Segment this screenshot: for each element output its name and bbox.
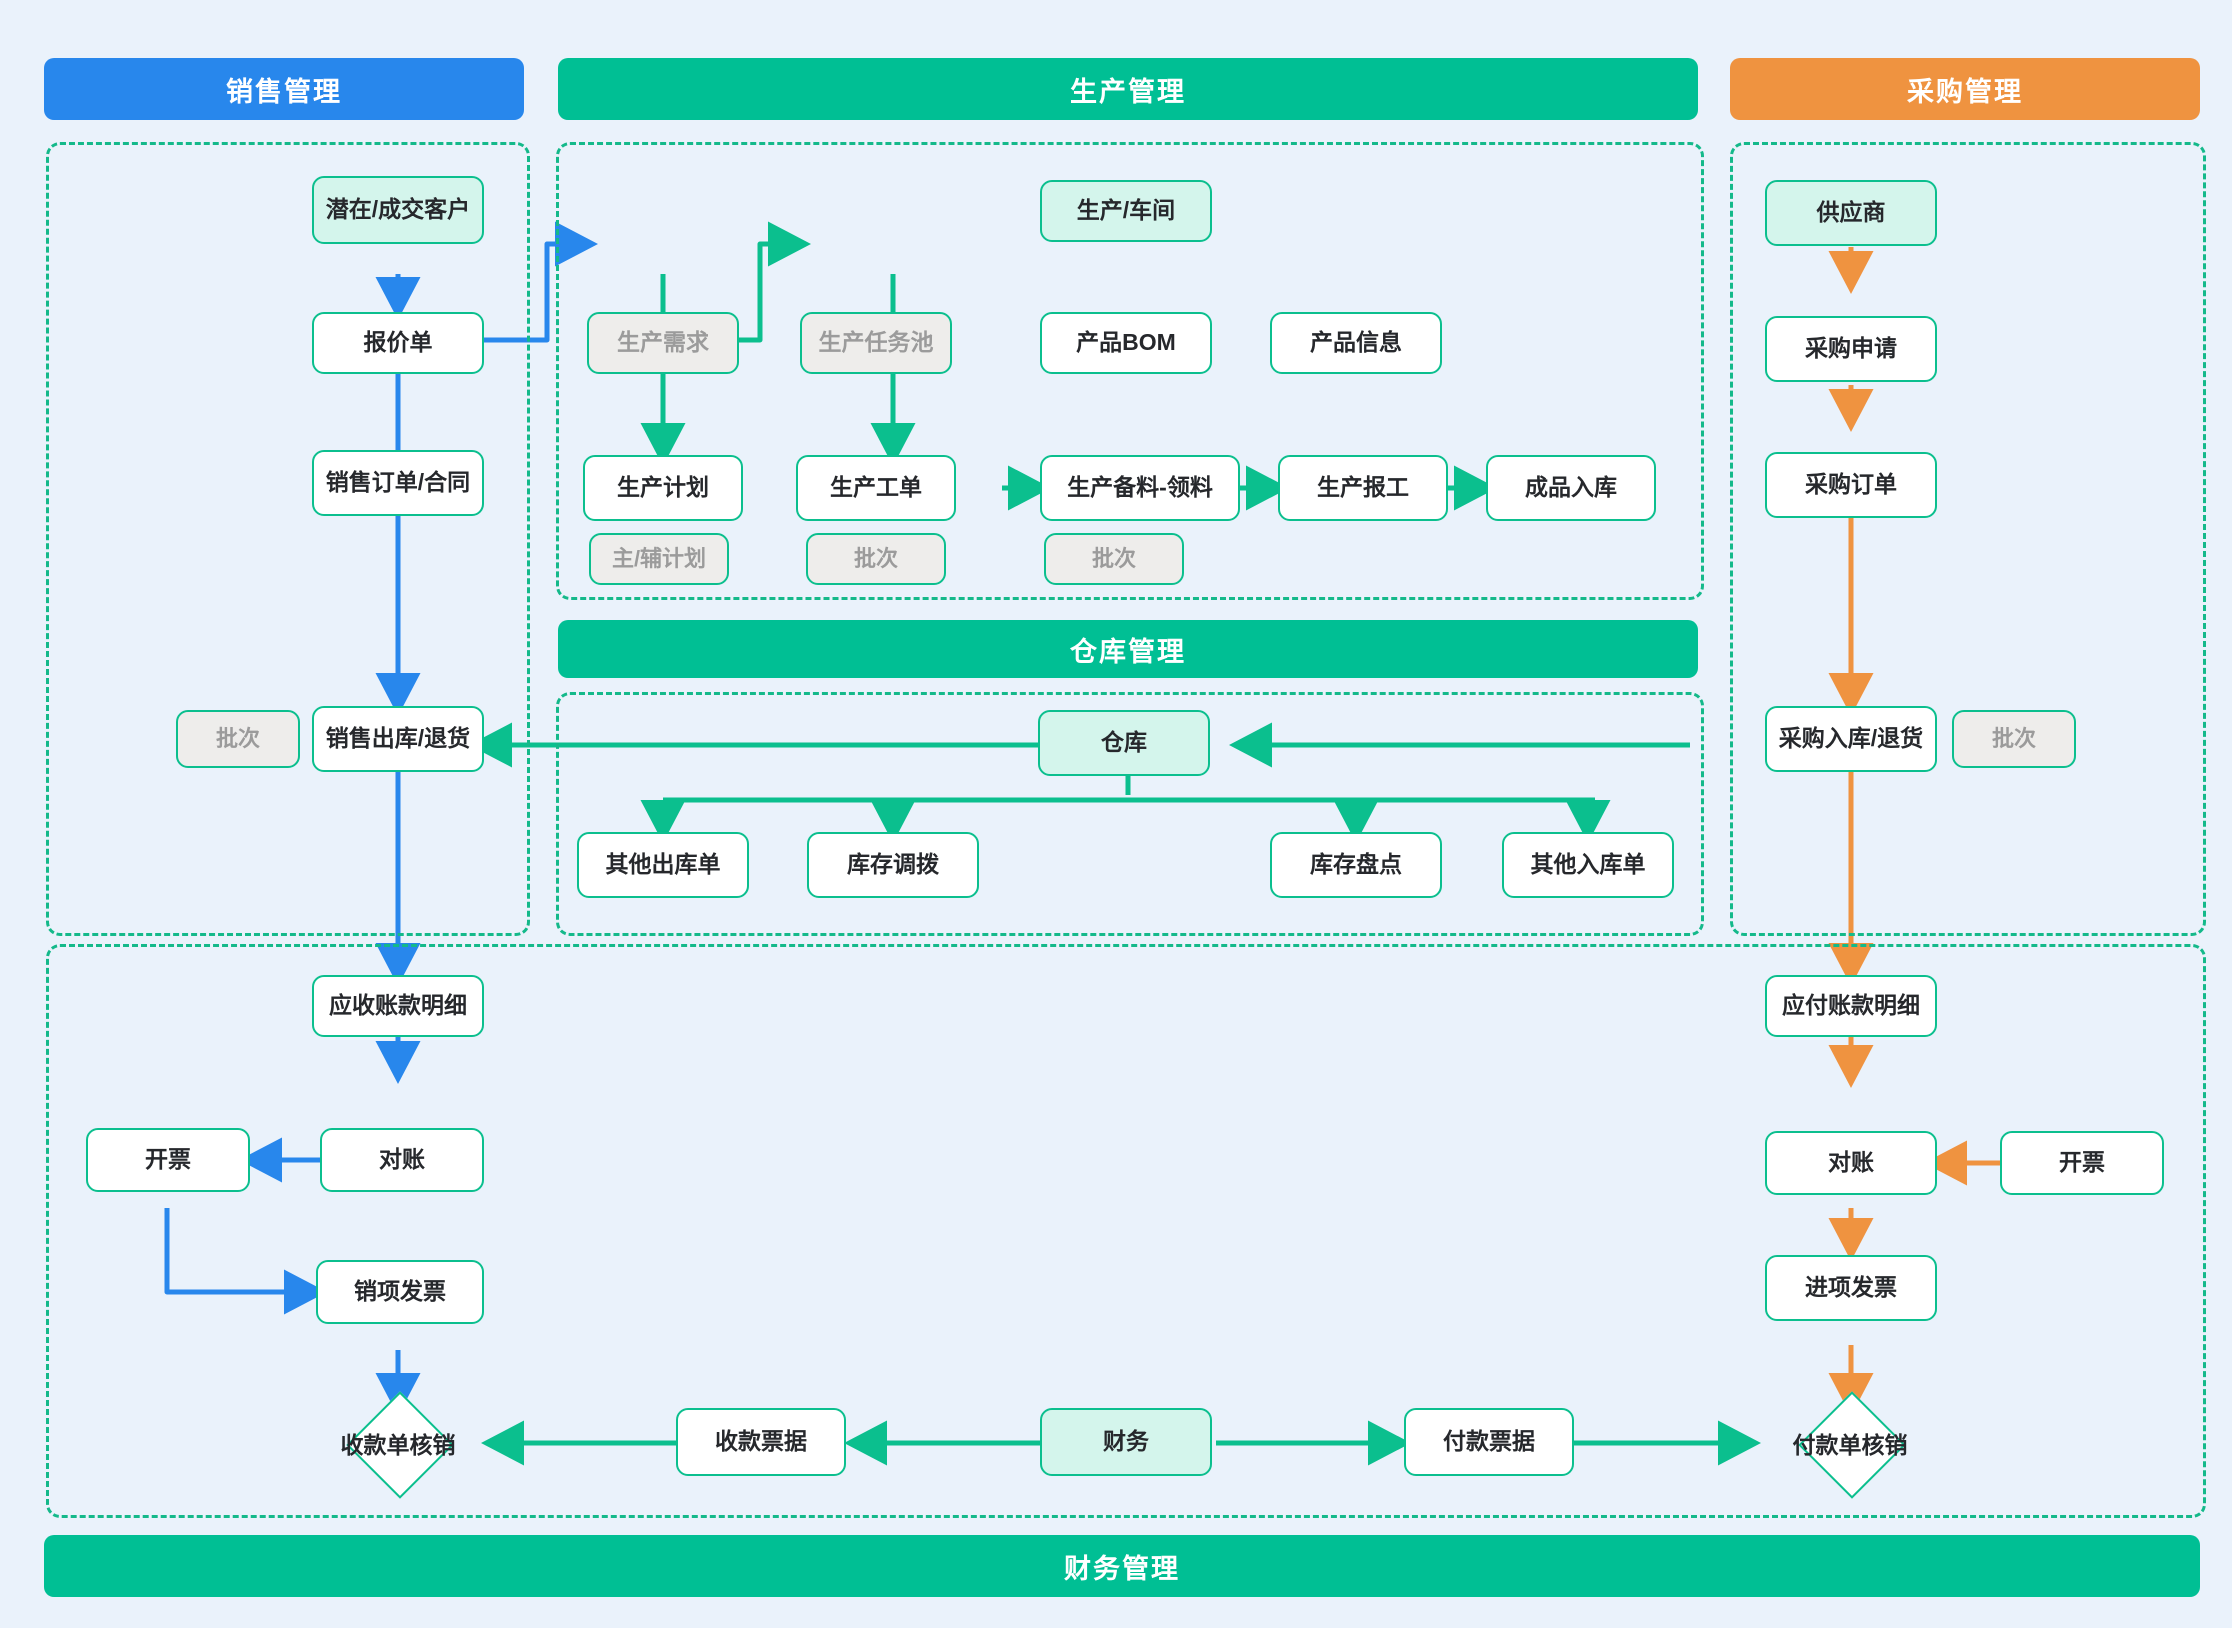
zone-sales <box>46 142 530 936</box>
banner-finance: 财务管理 <box>44 1535 2200 1597</box>
badge-production-plan: 主/辅计划 <box>589 533 729 585</box>
node-production-plan[interactable]: 生产计划 <box>583 455 743 521</box>
node-potential-customer[interactable]: 潜在/成交客户 <box>312 176 484 244</box>
node-product-bom[interactable]: 产品BOM <box>1040 312 1212 374</box>
zone-purchase <box>1730 142 2206 936</box>
zone-warehouse <box>556 692 1704 936</box>
node-finance-hub[interactable]: 财务 <box>1040 1408 1212 1476</box>
node-supplier[interactable]: 供应商 <box>1765 180 1937 246</box>
node-receipt-bill[interactable]: 收款票据 <box>676 1408 846 1476</box>
node-purchase-order[interactable]: 采购订单 <box>1765 452 1937 518</box>
node-output-invoice[interactable]: 销项发票 <box>316 1260 484 1324</box>
payment-writeoff-label: 付款单核销 <box>1792 1432 1908 1458</box>
banner-warehouse: 仓库管理 <box>558 620 1698 678</box>
node-payment-writeoff[interactable]: 付款单核销 <box>1750 1391 1950 1499</box>
node-inventory-transfer[interactable]: 库存调拨 <box>807 832 979 898</box>
node-receipt-writeoff[interactable]: 收款单核销 <box>298 1391 498 1499</box>
node-production-report[interactable]: 生产报工 <box>1278 455 1448 521</box>
node-reconciliation-right[interactable]: 对账 <box>1765 1131 1937 1195</box>
node-production-work-order[interactable]: 生产工单 <box>796 455 956 521</box>
node-purchase-inbound[interactable]: 采购入库/退货 <box>1765 706 1937 772</box>
badge-purchase-batch: 批次 <box>1952 710 2076 768</box>
receipt-writeoff-label: 收款单核销 <box>340 1432 456 1458</box>
zone-production <box>556 142 1704 600</box>
node-reconciliation-left[interactable]: 对账 <box>320 1128 484 1192</box>
node-payable-detail[interactable]: 应付账款明细 <box>1765 975 1937 1037</box>
node-production-material-pick[interactable]: 生产备料-领料 <box>1040 455 1240 521</box>
node-inventory-stocktake[interactable]: 库存盘点 <box>1270 832 1442 898</box>
banner-production: 生产管理 <box>558 58 1698 120</box>
node-quotation[interactable]: 报价单 <box>312 312 484 374</box>
node-input-invoice[interactable]: 进项发票 <box>1765 1255 1937 1321</box>
banner-sales: 销售管理 <box>44 58 524 120</box>
node-invoicing-left[interactable]: 开票 <box>86 1128 250 1192</box>
badge-work-order: 批次 <box>806 533 946 585</box>
node-receivable-detail[interactable]: 应收账款明细 <box>312 975 484 1037</box>
node-purchase-request[interactable]: 采购申请 <box>1765 316 1937 382</box>
badge-material-pick: 批次 <box>1044 533 1184 585</box>
badge-sales-batch: 批次 <box>176 710 300 768</box>
banner-purchase: 采购管理 <box>1730 58 2200 120</box>
node-production-task-pool[interactable]: 生产任务池 <box>800 312 952 374</box>
node-product-info[interactable]: 产品信息 <box>1270 312 1442 374</box>
node-other-outbound[interactable]: 其他出库单 <box>577 832 749 898</box>
node-warehouse-hub[interactable]: 仓库 <box>1038 710 1210 776</box>
node-workshop[interactable]: 生产/车间 <box>1040 180 1212 242</box>
node-sales-order[interactable]: 销售订单/合同 <box>312 450 484 516</box>
node-sales-outbound[interactable]: 销售出库/退货 <box>312 706 484 772</box>
node-other-inbound[interactable]: 其他入库单 <box>1502 832 1674 898</box>
node-invoicing-right[interactable]: 开票 <box>2000 1131 2164 1195</box>
node-payment-bill[interactable]: 付款票据 <box>1404 1408 1574 1476</box>
zone-finance <box>46 944 2206 1518</box>
node-finished-inbound[interactable]: 成品入库 <box>1486 455 1656 521</box>
node-production-demand[interactable]: 生产需求 <box>587 312 739 374</box>
